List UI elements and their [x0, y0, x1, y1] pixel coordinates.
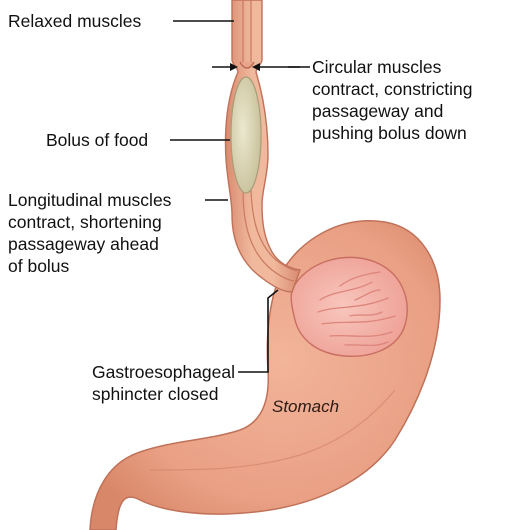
- stomach-shading: [149, 389, 396, 471]
- label-sphincter: Gastroesophageal sphincter closed: [92, 362, 240, 404]
- label-longitudinal-muscles: Longitudinal muscles contract, shortenin…: [8, 190, 176, 276]
- label-bolus-of-food: Bolus of food: [46, 130, 148, 150]
- label-stomach: Stomach: [272, 397, 339, 416]
- stomach: [89, 220, 441, 530]
- label-relaxed-muscles: Relaxed muscles: [8, 11, 141, 31]
- bolus-of-food: [230, 76, 262, 194]
- stomach-rugae: [317, 271, 396, 347]
- constriction-arrow-left: [212, 63, 238, 71]
- esophagus-outer: [224, 0, 301, 293]
- esophagus-lumen-right: [250, 0, 298, 272]
- constriction-point: [239, 61, 255, 69]
- esophagus-lumen-left: [242, 0, 295, 282]
- label-circular-muscles: Circular muscles contract, constricting …: [312, 57, 477, 143]
- leader-sphincter: [238, 289, 279, 373]
- esophagus: [224, 0, 301, 293]
